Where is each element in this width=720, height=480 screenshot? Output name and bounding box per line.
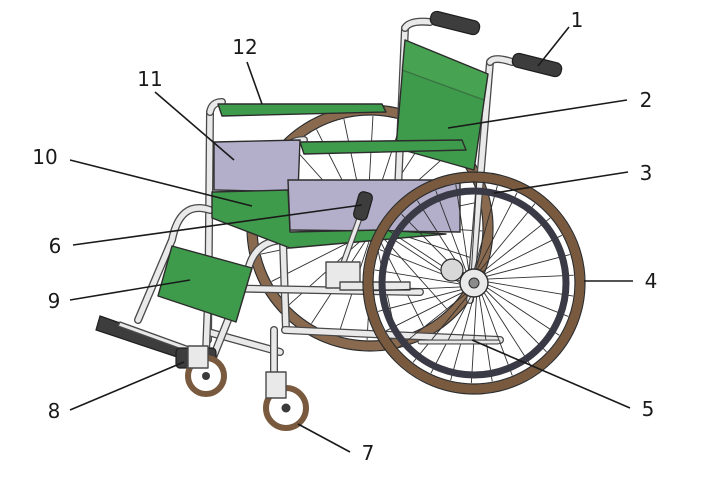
label-7: 7 [362,441,375,465]
label-10: 10 [32,145,57,169]
brake-lever [325,191,411,291]
wheel-spoke [479,282,560,336]
wheel-spoke [472,192,518,278]
wheel-spoke [478,274,574,280]
wheel-spoke [470,288,478,383]
wheel-spoke [475,217,551,278]
wheel-spoke [374,269,469,286]
leader-9 [69,279,191,301]
wheel-spoke [471,185,498,278]
wheel-spoke [397,288,473,349]
wheel-spoke [412,288,474,363]
label-4: 4 [645,269,658,293]
backrest [395,39,489,171]
rear-wheel [362,171,586,395]
handgrips [429,10,563,78]
label-1: 1 [571,8,584,32]
label-5: 5 [642,397,655,421]
leader-5 [471,339,631,409]
wheel-spoke [374,286,470,292]
label-3: 3 [640,161,653,185]
leader-lines [69,26,633,453]
wheel-spoke [478,286,513,376]
far-wheel-spoke [374,230,424,327]
wheel-spoke [477,254,571,279]
callout-numbers: 1 2 3 4 5 6 7 8 9 10 11 12 [32,8,657,465]
wheel-spoke [430,288,476,374]
leader-12 [246,61,263,105]
label-9: 9 [48,289,61,313]
leader-2 [447,99,628,129]
leader-7 [297,423,351,453]
label-11: 11 [137,67,162,91]
wheel-spoke [455,184,471,279]
casters [185,345,309,431]
wheel-spoke [435,190,470,280]
wheel-spoke [479,285,532,366]
leader-1 [537,26,570,67]
leader-11 [154,91,235,161]
leader-8 [69,361,185,411]
wheel-spoke [479,283,547,353]
label-2: 2 [640,88,653,112]
label-6: 6 [49,234,62,258]
wheel-spoke [385,287,472,332]
wheel-spoke [479,281,569,317]
hand-rim [378,187,570,379]
armrests [217,103,467,155]
wheel-spoke [450,288,477,381]
wheel-spoke [476,234,563,279]
wheel-spoke [477,287,493,382]
wheel-spoke [470,183,478,278]
label-12: 12 [232,35,257,59]
wheel-spoke [474,203,536,278]
leader-10 [69,159,253,207]
label-8: 8 [48,399,61,423]
wheel-spoke [479,280,574,297]
wheel-spoke [377,287,471,312]
leader-3 [493,171,629,194]
leader-6 [72,204,363,246]
leg-strap [157,245,253,323]
seat [211,189,447,249]
